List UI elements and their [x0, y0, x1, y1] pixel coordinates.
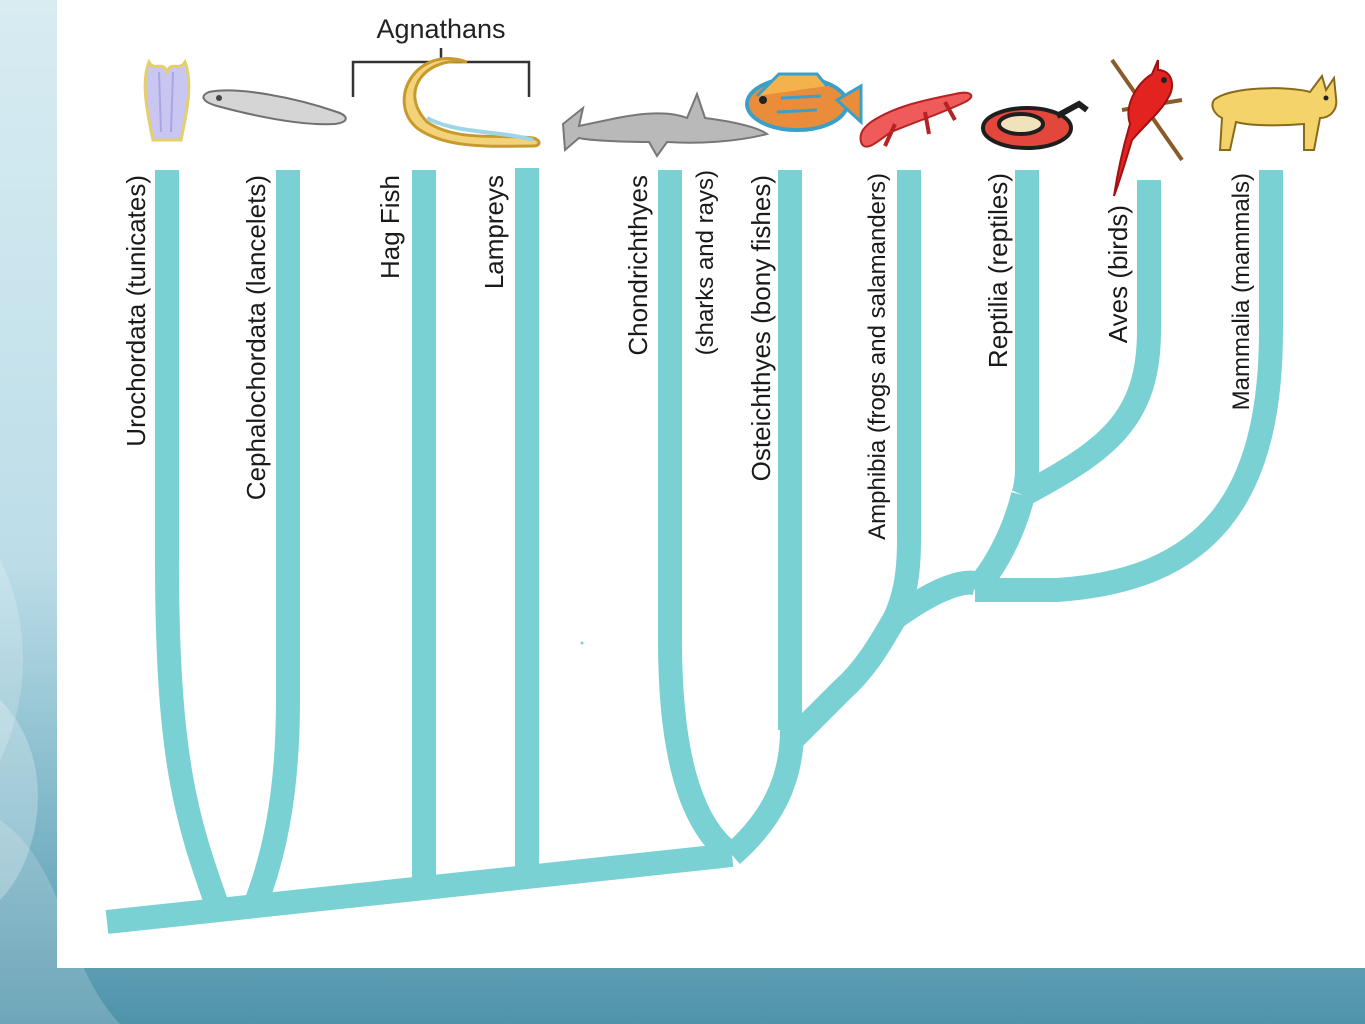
lynx-icon [1211, 73, 1338, 151]
taxon-label-amphibia: Amphibia (frogs and salamanders) [864, 173, 891, 540]
taxon-label-chondrichthyes-common: (sharks and rays) [692, 170, 719, 355]
cardinal-icon [1110, 58, 1184, 197]
lancelet-icon [202, 89, 347, 126]
taxon-label-mammalia: Mammalia (mammals) [1228, 173, 1255, 410]
taxon-label-osteichthyes: Osteichthyes (bony fishes) [746, 175, 776, 481]
chondrichthyes-branch [658, 170, 740, 865]
stray-dot [580, 641, 584, 645]
taxon-label-aves: Aves (birds) [1103, 205, 1133, 343]
agnathans-bracket [351, 48, 531, 97]
tetrapod-branch [783, 611, 906, 749]
taxon-label-hagfish: Hag Fish [375, 175, 405, 279]
trunk-branch [105, 843, 734, 934]
taxon-label-lampreys: Lampreys [479, 175, 509, 289]
amphibia-branch [883, 170, 921, 623]
taxon-label-cephalochordata: Cephalochordata (lancelets) [241, 175, 271, 500]
phylogenetic-tree: Agnathans Urochordata (tunicates) Cephal… [105, 14, 1338, 934]
reptilia-branch [1011, 170, 1039, 500]
snake-icon [981, 100, 1089, 150]
tree-branches [105, 168, 1283, 934]
slide-canvas: Agnathans Urochordata (tunicates) Cephal… [57, 0, 1365, 968]
cephalochordata-branch [245, 170, 300, 905]
mammalia-branch [975, 170, 1283, 602]
aves-branch [1017, 180, 1161, 506]
shark-icon [561, 91, 770, 158]
bony-fish-icon [745, 72, 863, 132]
taxon-label-chondrichthyes: Chondrichthyes [623, 175, 653, 356]
taxon-label-urochordata: Urochordata (tunicates) [121, 175, 151, 447]
taxon-label-reptilia: Reptilia (reptiles) [983, 173, 1013, 368]
diapsid-branch [965, 492, 1035, 599]
urochordata-branch [155, 170, 229, 909]
tunicate-icon [143, 58, 191, 142]
hagfish-icon [402, 57, 541, 148]
osteichthyes-node-branch [723, 729, 804, 865]
agnathans-label: Agnathans [376, 14, 505, 44]
salamander-icon [859, 91, 973, 148]
